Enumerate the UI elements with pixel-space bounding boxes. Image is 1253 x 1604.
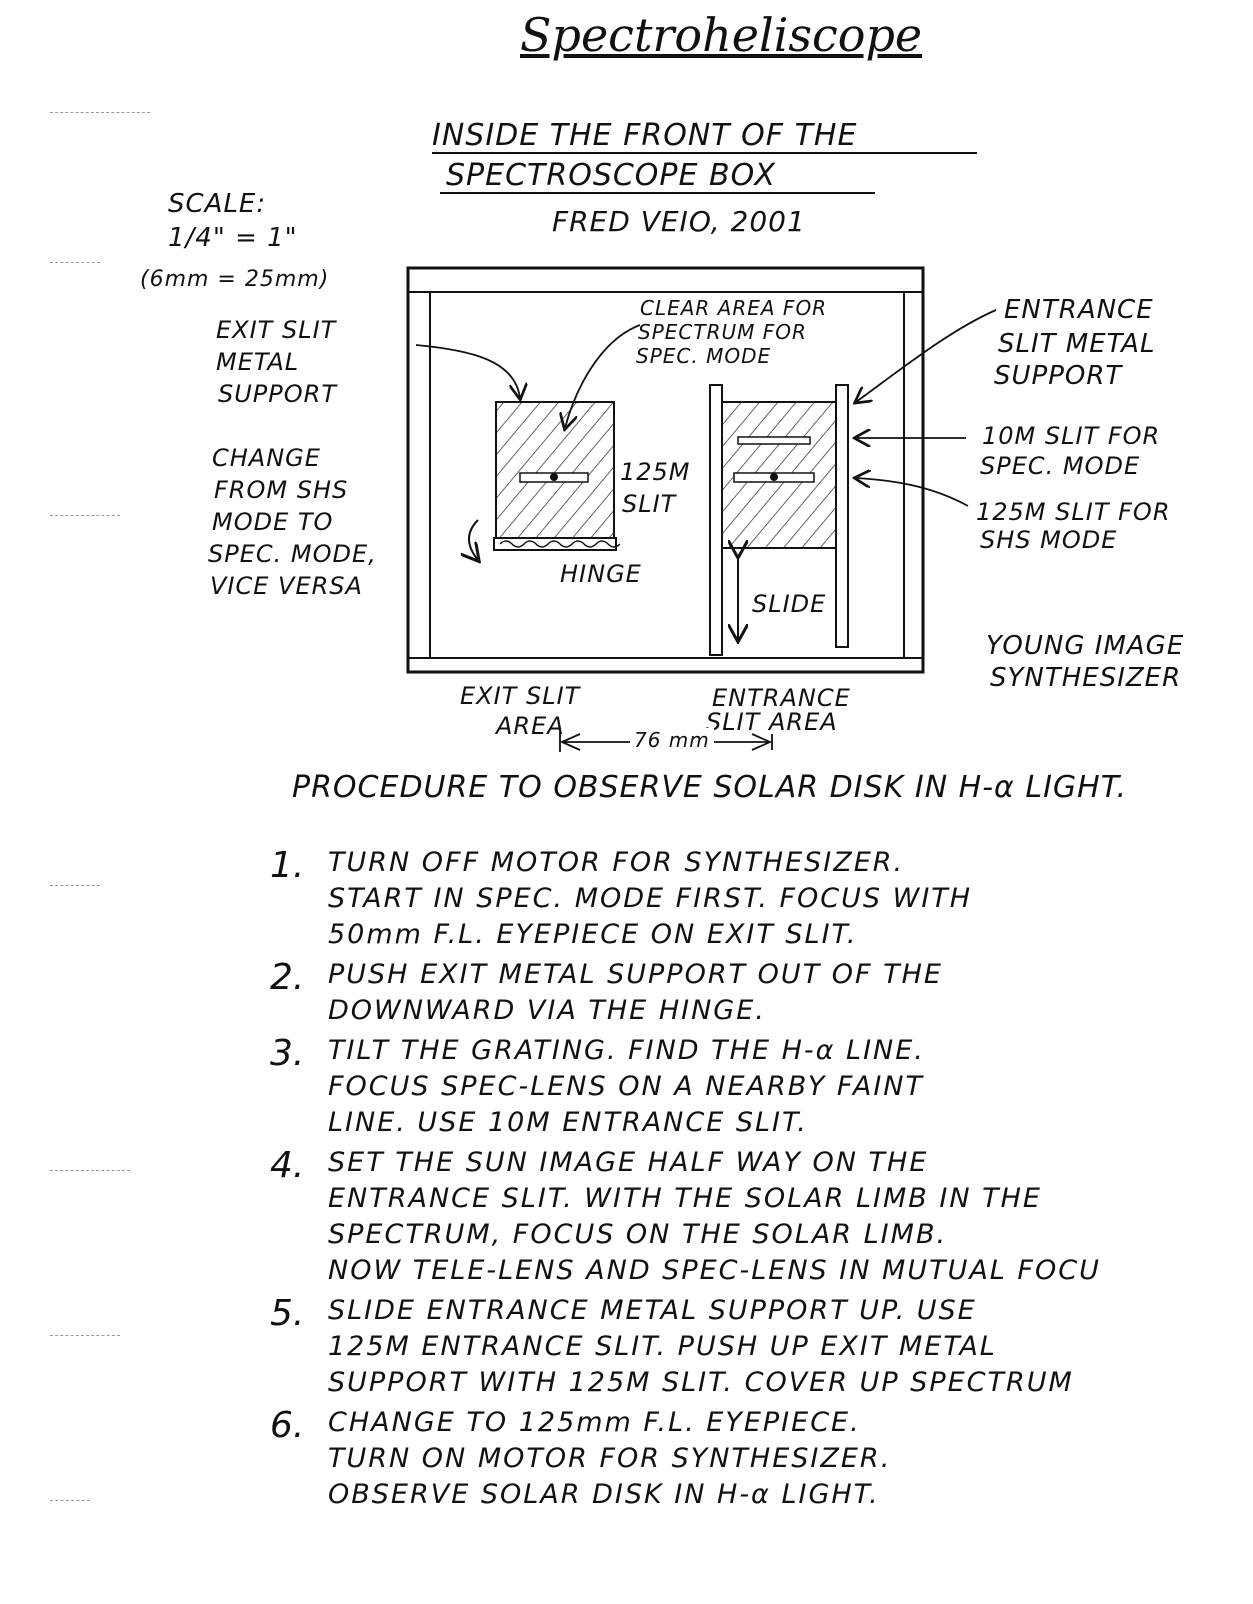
label-10m-slit-2: SPEC. MODE xyxy=(980,452,1141,480)
step-line: LINE. USE 10M ENTRANCE SLIT. xyxy=(328,1107,808,1138)
document-title: Spectroheliscope xyxy=(520,8,923,62)
spectroscope-box-diagram xyxy=(406,266,997,752)
label-exit-slit-area-2: AREA xyxy=(496,712,565,740)
step-number: 3. xyxy=(270,1033,305,1074)
label-young-synth-1: YOUNG IMAGE xyxy=(986,631,1185,661)
step-line: PUSH EXIT METAL SUPPORT OUT OF THE xyxy=(328,959,943,990)
label-change-mode-2: FROM SHS xyxy=(214,476,349,504)
step-line: START IN SPEC. MODE FIRST. FOCUS WITH xyxy=(328,883,973,914)
exit-slit-support xyxy=(495,401,615,543)
label-change-mode-3: MODE TO xyxy=(212,508,334,536)
label-entrance-slit-support-2: SLIT METAL xyxy=(998,329,1156,359)
step-number: 5. xyxy=(270,1293,305,1334)
heading-line-1: INSIDE THE FRONT OF THE xyxy=(432,118,858,153)
label-hinge: HINGE xyxy=(560,560,642,588)
label-distance-76mm: 76 mm xyxy=(630,728,714,752)
scan-artifact xyxy=(50,515,120,516)
step-line: CHANGE TO 125mm F.L. EYEPIECE. xyxy=(328,1407,861,1438)
scan-artifact xyxy=(50,885,100,886)
scan-artifact xyxy=(50,1170,130,1171)
step-line: TURN OFF MOTOR FOR SYNTHESIZER. xyxy=(328,847,905,878)
step-line: NOW TELE-LENS AND SPEC-LENS IN MUTUAL FO… xyxy=(328,1255,1101,1286)
step-number: 6. xyxy=(270,1405,305,1446)
step-number: 4. xyxy=(270,1145,305,1186)
label-exit-slit-support-2: METAL xyxy=(216,348,300,376)
label-change-mode-4: SPEC. MODE, xyxy=(208,540,377,568)
left-rail xyxy=(709,384,723,656)
label-entrance-slit-support-1: ENTRANCE xyxy=(1004,295,1154,325)
label-125m-slit-shs-1: 125M SLIT FOR xyxy=(976,498,1171,526)
procedure-step-2: 2. PUSH EXIT METAL SUPPORT OUT OF THE DO… xyxy=(270,957,1250,1029)
label-clear-area-2: SPECTRUM FOR xyxy=(638,320,807,344)
label-slit-125-2: SLIT xyxy=(622,490,677,518)
label-125m-slit-shs-2: SHS MODE xyxy=(980,526,1118,554)
scale-ratio: 1/4" = 1" xyxy=(168,223,298,253)
author-date: FRED VEIO, 2001 xyxy=(552,205,806,238)
step-line: SPECTRUM, FOCUS ON THE SOLAR LIMB. xyxy=(328,1219,948,1250)
step-line: DOWNWARD VIA THE HINGE. xyxy=(328,995,766,1026)
label-10m-slit-1: 10M SLIT FOR xyxy=(982,422,1161,450)
step-line: SUPPORT WITH 125M SLIT. COVER UP SPECTRU… xyxy=(328,1367,1074,1398)
step-line: FOCUS SPEC-LENS ON A NEARBY FAINT xyxy=(328,1071,924,1102)
step-line: 125M ENTRANCE SLIT. PUSH UP EXIT METAL xyxy=(328,1331,997,1362)
right-rail xyxy=(835,384,849,648)
heading-line-2: SPECTROSCOPE BOX xyxy=(446,158,776,193)
slit-10-spec xyxy=(737,436,811,445)
step-line: TILT THE GRATING. FIND THE H-α LINE. xyxy=(328,1035,925,1066)
step-line: TURN ON MOTOR FOR SYNTHESIZER. xyxy=(328,1443,892,1474)
label-entrance-slit-area-2: SLIT AREA xyxy=(706,708,838,736)
label-change-mode-5: VICE VERSA xyxy=(210,572,363,600)
heading-underline-2 xyxy=(440,192,875,194)
hinge xyxy=(493,537,617,551)
box-outline xyxy=(406,266,925,674)
scan-artifact xyxy=(50,112,150,113)
step-line: ENTRANCE SLIT. WITH THE SOLAR LIMB IN TH… xyxy=(328,1183,1042,1214)
procedure-step-4: 4. SET THE SUN IMAGE HALF WAY ON THE ENT… xyxy=(270,1145,1250,1289)
label-young-synth-2: SYNTHESIZER xyxy=(990,663,1182,693)
label-entrance-slit-area-1: ENTRANCE xyxy=(712,684,851,712)
label-slit-125-1: 125M xyxy=(620,458,691,486)
step-line: OBSERVE SOLAR DISK IN H-α LIGHT. xyxy=(328,1479,880,1510)
procedure-heading: PROCEDURE TO OBSERVE SOLAR DISK IN H-α L… xyxy=(292,770,1128,805)
scale-metric: (6mm = 25mm) xyxy=(140,267,330,292)
step-line: 50mm F.L. EYEPIECE ON EXIT SLIT. xyxy=(328,919,858,950)
step-number: 2. xyxy=(270,957,305,998)
label-clear-area-1: CLEAR AREA FOR xyxy=(640,296,828,320)
scan-artifact xyxy=(50,1335,120,1336)
procedure-step-5: 5. SLIDE ENTRANCE METAL SUPPORT UP. USE … xyxy=(270,1293,1250,1401)
scan-artifact xyxy=(50,262,100,263)
label-entrance-slit-support-3: SUPPORT xyxy=(994,361,1123,391)
step-line: SLIDE ENTRANCE METAL SUPPORT UP. USE xyxy=(328,1295,977,1326)
procedure-step-6: 6. CHANGE TO 125mm F.L. EYEPIECE. TURN O… xyxy=(270,1405,1250,1513)
hinge-rotation-arrow xyxy=(469,519,478,560)
step-number: 1. xyxy=(270,845,305,886)
label-slide: SLIDE xyxy=(752,590,827,618)
label-exit-slit-support-3: SUPPORT xyxy=(218,380,337,408)
procedure-step-3: 3. TILT THE GRATING. FIND THE H-α LINE. … xyxy=(270,1033,1250,1141)
label-change-mode-1: CHANGE xyxy=(212,444,321,472)
label-exit-slit-area-1: EXIT SLIT xyxy=(460,682,581,710)
procedure-steps: 1. TURN OFF MOTOR FOR SYNTHESIZER. START… xyxy=(270,845,1250,1513)
label-exit-slit-support-1: EXIT SLIT xyxy=(216,316,337,344)
scale-label: SCALE: xyxy=(168,189,267,219)
heading-underline-1 xyxy=(432,152,977,154)
label-clear-area-3: SPEC. MODE xyxy=(636,344,772,368)
procedure-step-1: 1. TURN OFF MOTOR FOR SYNTHESIZER. START… xyxy=(270,845,1250,953)
scan-artifact xyxy=(50,1500,90,1501)
step-line: SET THE SUN IMAGE HALF WAY ON THE xyxy=(328,1147,929,1178)
